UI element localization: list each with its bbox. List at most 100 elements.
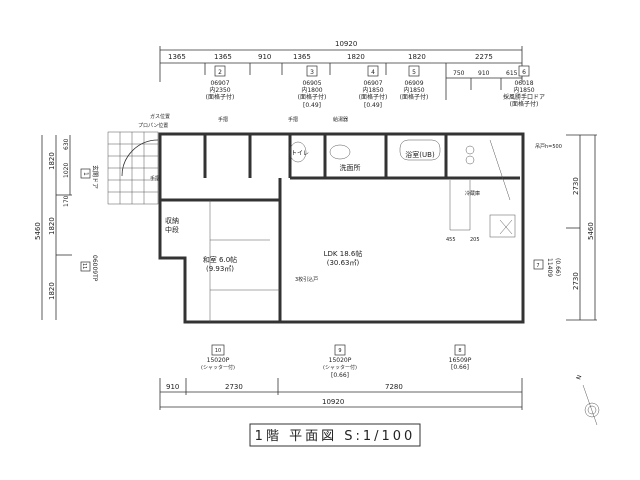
dim-sub: 750 bbox=[453, 70, 465, 77]
svg-text:7280: 7280 bbox=[385, 383, 403, 391]
label-kitchen-455: 455 bbox=[446, 237, 456, 243]
svg-text:06018: 06018 bbox=[514, 80, 533, 87]
svg-text:玄関ドア: 玄関ドア bbox=[91, 165, 99, 189]
dim-seg: 1365 bbox=[214, 53, 232, 61]
room-washitsu-name: 和室 6.0帖 bbox=[203, 255, 237, 264]
dim-sub: 910 bbox=[478, 70, 490, 77]
window-label-2: 2 06907 内2350 (面格子付) bbox=[206, 65, 235, 101]
room-storage: 収納 bbox=[165, 216, 179, 225]
svg-text:1820: 1820 bbox=[48, 152, 56, 170]
svg-text:06009TP: 06009TP bbox=[91, 255, 98, 282]
bottom-window-labels: 10 15020P (シャッター付) 9 15020P (シャッター付) [0.… bbox=[201, 344, 472, 379]
svg-text:11409: 11409 bbox=[546, 258, 553, 277]
svg-text:(シャッター付): (シャッター付) bbox=[323, 364, 357, 371]
svg-text:7: 7 bbox=[536, 263, 539, 269]
svg-text:11: 11 bbox=[81, 263, 87, 269]
svg-text:(面格子付): (面格子付) bbox=[510, 100, 539, 108]
dim-seg: 2275 bbox=[475, 53, 493, 61]
svg-text:1: 1 bbox=[82, 172, 89, 176]
entrance-porch bbox=[107, 131, 159, 205]
svg-text:15020P: 15020P bbox=[207, 357, 230, 364]
svg-text:採風勝手口ドア: 採風勝手口ドア bbox=[503, 93, 545, 101]
window-label-4: 4 06907 内1850 (面格子付) [0.49] bbox=[359, 65, 388, 109]
top-window-labels: 2 06907 内2350 (面格子付) 3 06905 内1800 (面格子付… bbox=[206, 65, 545, 109]
label-handrail: 手摺 bbox=[218, 116, 228, 123]
svg-text:06905: 06905 bbox=[302, 80, 321, 87]
svg-text:[0.66]: [0.66] bbox=[331, 372, 349, 379]
right-dimensions: 2730 2730 5460 7 11409 (0.66) bbox=[533, 134, 597, 321]
label-sliding-door: 3枚引込戸 bbox=[295, 276, 318, 283]
top-dimensions: 10920 1365 1365 910 1365 1820 1820 2275 … bbox=[159, 40, 523, 100]
room-washitsu-area: (9.93㎡) bbox=[206, 265, 234, 273]
svg-text:910: 910 bbox=[166, 383, 179, 391]
room-toilet: トイレ bbox=[291, 150, 309, 157]
dim-seg: 1820 bbox=[347, 53, 365, 61]
svg-text:5: 5 bbox=[412, 69, 416, 76]
svg-text:内1800: 内1800 bbox=[301, 86, 322, 94]
svg-text:16509P: 16509P bbox=[449, 357, 472, 364]
svg-text:4: 4 bbox=[371, 69, 375, 76]
svg-text:N: N bbox=[575, 374, 583, 381]
svg-text:8: 8 bbox=[458, 348, 461, 354]
window-label-5: 5 06909 内1850 (面格子付) bbox=[400, 65, 429, 101]
svg-text:06907: 06907 bbox=[363, 80, 382, 87]
label-hanging-cabinet: 吊戸h=500 bbox=[535, 144, 562, 150]
svg-text:2: 2 bbox=[218, 69, 222, 76]
building-walls bbox=[158, 132, 525, 324]
svg-text:6: 6 bbox=[522, 69, 526, 76]
svg-text:内2350: 内2350 bbox=[209, 86, 230, 94]
label-gas: ガス位置 bbox=[150, 113, 170, 120]
svg-text:5460: 5460 bbox=[587, 222, 595, 240]
window-label-3: 3 06905 内1800 (面格子付) [0.49] bbox=[298, 65, 326, 109]
svg-text:3: 3 bbox=[310, 69, 314, 76]
left-dimensions: 5460 1820 1820 1820 630 1020 170 1 玄関ドア … bbox=[34, 135, 99, 320]
room-senmen: 洗面所 bbox=[340, 163, 361, 172]
window-label-6: 6 06018 内1850 採風勝手口ドア (面格子付) bbox=[503, 65, 545, 108]
window-label-8: 8 16509P [0.66] bbox=[449, 344, 472, 371]
room-ldk-area: (30.63㎡) bbox=[327, 259, 360, 267]
window-label-10: 10 15020P (シャッター付) bbox=[201, 344, 235, 371]
svg-text:(シャッター付): (シャッター付) bbox=[201, 364, 235, 371]
label-handrail: 手摺 bbox=[150, 175, 160, 182]
room-storage-shelf: 中段 bbox=[165, 225, 179, 234]
svg-text:15020P: 15020P bbox=[329, 357, 352, 364]
dim-seg: 1820 bbox=[408, 53, 426, 61]
svg-text:内1850: 内1850 bbox=[513, 86, 534, 94]
label-fridge: 冷蔵庫 bbox=[465, 190, 480, 197]
svg-text:(面格子付): (面格子付) bbox=[206, 93, 235, 101]
title-frame bbox=[249, 423, 421, 447]
room-bath: 浴室(UB) bbox=[405, 150, 435, 159]
room-ldk-name: LDK 18.6帖 bbox=[324, 249, 363, 258]
svg-text:(面格子付): (面格子付) bbox=[400, 93, 429, 101]
svg-text:630: 630 bbox=[63, 138, 70, 150]
svg-text:9: 9 bbox=[338, 348, 341, 354]
svg-text:170: 170 bbox=[63, 195, 70, 207]
bottom-dimensions: 910 2730 7280 10920 bbox=[159, 378, 523, 410]
dim-seg: 910 bbox=[258, 53, 271, 61]
svg-text:06907: 06907 bbox=[210, 80, 229, 87]
svg-text:2730: 2730 bbox=[572, 272, 580, 290]
label-propane: プロパン位置 bbox=[138, 122, 168, 129]
svg-text:2730: 2730 bbox=[572, 177, 580, 195]
svg-text:10920: 10920 bbox=[322, 398, 344, 406]
label-water-heater: 給湯器 bbox=[333, 116, 348, 123]
svg-text:10: 10 bbox=[215, 348, 221, 354]
svg-text:[0.66]: [0.66] bbox=[451, 364, 469, 371]
svg-text:5460: 5460 bbox=[34, 222, 42, 240]
svg-text:内1850: 内1850 bbox=[362, 86, 383, 94]
svg-text:内1850: 内1850 bbox=[403, 86, 424, 94]
window-label-9: 9 15020P (シャッター付) [0.66] bbox=[323, 344, 357, 379]
svg-text:(面格子付): (面格子付) bbox=[359, 93, 388, 101]
drawing-title: 1階 平面図 S:1/100 bbox=[255, 429, 416, 444]
dim-seg: 1365 bbox=[168, 53, 186, 61]
dim-sub: 615 bbox=[506, 70, 518, 77]
north-arrow-icon: N bbox=[575, 374, 600, 426]
top-total-dim: 10920 bbox=[335, 40, 357, 48]
svg-text:1820: 1820 bbox=[48, 217, 56, 235]
label-kitchen-205: 205 bbox=[470, 237, 480, 243]
dim-seg: 1365 bbox=[293, 53, 311, 61]
svg-text:1020: 1020 bbox=[63, 163, 70, 178]
svg-text:[0.49]: [0.49] bbox=[364, 102, 382, 109]
svg-text:(0.66): (0.66) bbox=[554, 258, 561, 276]
